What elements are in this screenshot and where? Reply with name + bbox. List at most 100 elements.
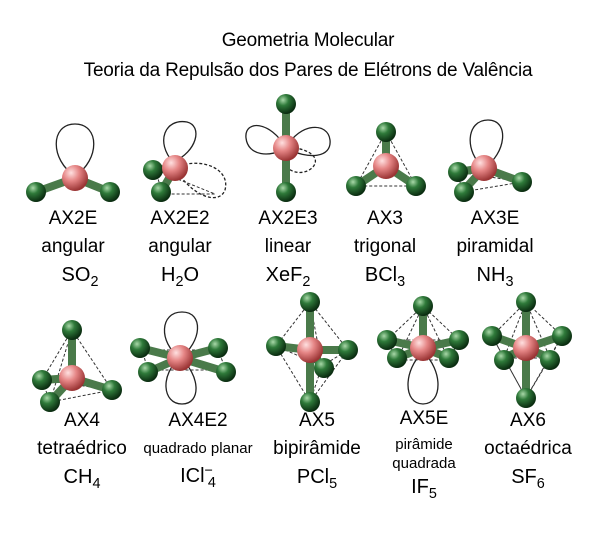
ligand-atom xyxy=(516,388,536,408)
ligand-atom xyxy=(62,320,82,340)
central-atom xyxy=(471,155,497,181)
geometry-name: tetraédrico xyxy=(37,438,127,459)
label-ax5e: AX5E pirâmide quadrada IF5 xyxy=(354,408,494,502)
ligand-atom xyxy=(26,182,46,202)
ligand-atom xyxy=(276,94,296,114)
vsepr-code: AX2E3 xyxy=(258,208,318,229)
central-atom xyxy=(162,155,188,181)
molecule-ax5e-model xyxy=(377,296,469,405)
ligand-atom xyxy=(100,182,120,202)
molecule-ax2e3-model xyxy=(245,94,331,202)
ligand-atom xyxy=(32,370,52,390)
molecule-ax2e2-model xyxy=(143,121,227,202)
triangle-edges xyxy=(355,130,417,187)
central-atom xyxy=(273,135,299,161)
geometry-name: trigonal xyxy=(353,236,417,257)
ligand-atom xyxy=(314,358,334,378)
ligand-atom xyxy=(130,338,150,358)
central-atom xyxy=(373,153,399,179)
geometry-name: pirâmide xyxy=(395,436,453,453)
lone-pair-lobe xyxy=(55,123,95,177)
ligand-atom xyxy=(377,330,397,350)
ligand-atom xyxy=(346,176,366,196)
title-line1: Geometria Molecular xyxy=(221,30,395,51)
formula: XeF2 xyxy=(265,264,311,291)
label-ax4: AX4 tetraédrico CH4 xyxy=(12,410,152,492)
formula: ICl−4 xyxy=(180,463,216,492)
ligand-atom xyxy=(376,122,396,142)
geometry-name: angular xyxy=(148,236,212,257)
molecule-ax5-model xyxy=(266,292,358,412)
lone-pair-lobe xyxy=(165,357,197,405)
molecule-ax2e-model xyxy=(26,123,120,202)
molecule-ax3-model xyxy=(346,122,426,196)
formula: PCl5 xyxy=(296,466,338,493)
formula: IF5 xyxy=(411,476,437,503)
ligand-atom xyxy=(482,326,502,346)
label-ax4e2: AX4E2 quadrado planar ICl−4 xyxy=(128,410,268,491)
lone-pair-lobe xyxy=(469,119,504,169)
ligand-atom xyxy=(413,296,433,316)
ligand-atom xyxy=(208,338,228,358)
ligand-atom xyxy=(512,172,532,192)
formula: BCl3 xyxy=(364,264,406,291)
lone-pair-lobe xyxy=(163,311,199,359)
ligand-atom xyxy=(494,350,514,370)
formula: SO2 xyxy=(61,264,99,291)
ligand-atom xyxy=(216,362,236,382)
central-atom xyxy=(297,337,323,363)
ligand-atom xyxy=(276,182,296,202)
molecule-ax4-model xyxy=(32,320,122,412)
formula: CH4 xyxy=(63,466,101,493)
ligand-atom xyxy=(338,340,358,360)
ligand-atom xyxy=(516,292,536,312)
ligand-atom xyxy=(300,292,320,312)
lone-pair-lobe xyxy=(285,126,331,157)
ligand-atom xyxy=(266,336,286,356)
lone-pair-lobe xyxy=(282,147,316,174)
label-ax5: AX5 bipirâmide PCl5 xyxy=(247,410,387,492)
vsepr-code: AX3E xyxy=(470,208,520,229)
geometry-name: octaédrica xyxy=(484,438,572,459)
formula: NH3 xyxy=(476,264,514,291)
lone-pair-lobe xyxy=(174,162,227,199)
vsepr-code: AX6 xyxy=(510,410,546,431)
formula: H2O xyxy=(160,264,200,291)
molecule-ax6-model xyxy=(482,292,572,408)
ligand-atom xyxy=(552,326,572,346)
vsepr-code: AX4 xyxy=(64,410,100,431)
ligand-atom xyxy=(449,330,469,350)
label-ax3: AX3 trigonal BCl3 xyxy=(315,208,455,290)
ligand-atom xyxy=(40,392,60,412)
geometry-name: linear xyxy=(264,236,312,257)
molecule-ax3e-model xyxy=(448,119,532,202)
molecule-ax4e2-model xyxy=(130,311,236,405)
vsepr-code: AX2E2 xyxy=(150,208,210,229)
geometry-name: quadrado planar xyxy=(143,440,253,457)
central-atom xyxy=(167,345,193,371)
lone-pair-lobe xyxy=(245,124,287,155)
ligand-atom xyxy=(138,362,158,382)
ligand-atom xyxy=(540,350,560,370)
vsepr-code: AX4E2 xyxy=(168,410,228,431)
central-atom xyxy=(62,165,88,191)
label-ax2e2: AX2E2 angular H2O xyxy=(110,208,250,290)
label-ax3e: AX3E piramidal NH3 xyxy=(425,208,565,290)
ligand-atom xyxy=(143,160,163,180)
ligand-atom xyxy=(454,182,474,202)
central-atom xyxy=(59,365,85,391)
ligand-atom xyxy=(387,348,407,368)
ligand-atom xyxy=(439,348,459,368)
geometry-name: bipirâmide xyxy=(273,438,361,459)
ligand-atom xyxy=(448,162,468,182)
ligand-atom xyxy=(151,182,171,202)
label-ax6: AX6 octaédrica SF6 xyxy=(458,410,598,492)
title-line2: Teoria da Repulsão dos Pares de Elétrons… xyxy=(83,60,533,81)
vsepr-code: AX5E xyxy=(399,408,449,429)
geometry-name-line2: quadrada xyxy=(392,455,456,472)
formula: SF6 xyxy=(511,466,545,493)
geometry-name: piramidal xyxy=(456,236,534,257)
ligand-atom xyxy=(300,392,320,412)
ligand-atom xyxy=(102,380,122,400)
vsepr-code: AX2E xyxy=(48,208,98,229)
